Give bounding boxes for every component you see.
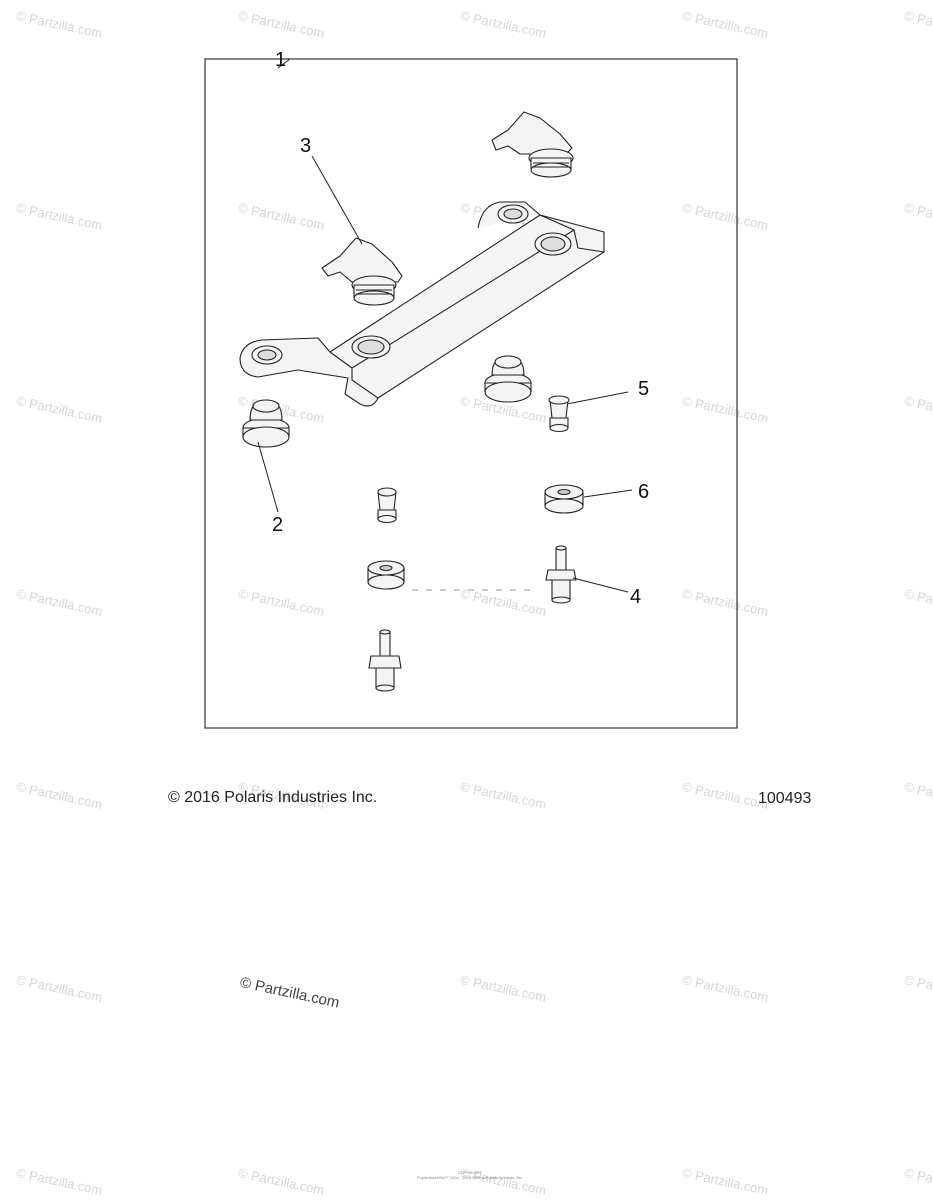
spacer-center (367, 560, 405, 590)
watermark: © Partzilla.com (14, 779, 104, 812)
diagram-frame (204, 58, 738, 729)
watermark: © Partzilla.com (458, 972, 548, 1005)
watermark: © Partzilla.com (680, 1165, 770, 1198)
callout-4: 4 (630, 586, 641, 608)
watermark-prominent: © Partzilla.com (238, 974, 341, 1012)
callout-3: 3 (300, 135, 311, 157)
watermark: © Partzilla.com (236, 1165, 326, 1198)
diagram-code: 100493 (758, 790, 812, 807)
watermark: © Partzilla.com (14, 1165, 104, 1198)
quarter-turn-fastener-left (321, 237, 403, 306)
fine-print: COPYRIGHT PoplarAisAsSet™ 2004 - 2016 Po… (416, 1170, 524, 1180)
stud-center (368, 629, 402, 692)
watermark: © Partzilla.com (680, 779, 770, 812)
spacer-right (544, 484, 584, 514)
callout-5: 5 (638, 378, 649, 400)
callout-2: 2 (272, 514, 283, 536)
watermark: © Partzilla.com (14, 972, 104, 1005)
callout-6: 6 (638, 481, 649, 503)
grommet-left (242, 399, 290, 448)
grommet-right (484, 355, 532, 403)
mounting-bracket (239, 201, 605, 407)
copyright-text: © 2016 Polaris Industries Inc. (168, 789, 378, 806)
watermark: © Partzilla.com (902, 972, 933, 1005)
rivnut-center (377, 487, 397, 524)
watermark: © Partzilla.com (902, 779, 933, 812)
parts-diagram: 1 2 3 4 5 6 (204, 49, 738, 729)
stud-right (545, 545, 577, 604)
rivnut-right (548, 395, 570, 433)
watermark: © Partzilla.com (680, 972, 770, 1005)
callout-1: 1 (275, 49, 286, 71)
watermark: © Partzilla.com (902, 1165, 933, 1198)
watermark: © Partzilla.com (458, 779, 548, 812)
quarter-turn-fastener-right (491, 111, 574, 178)
